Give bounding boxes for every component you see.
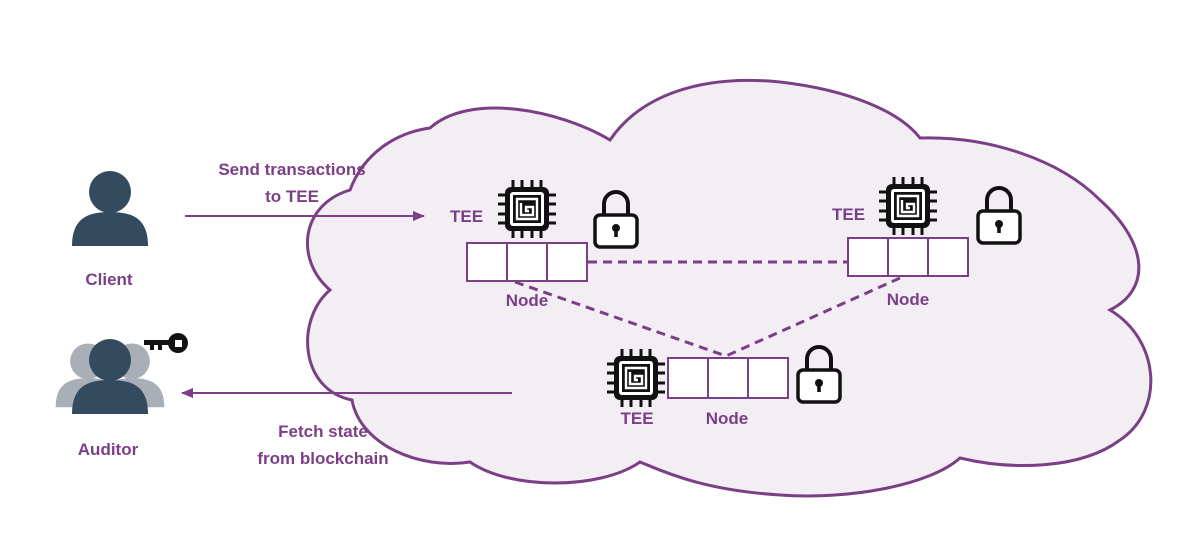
send-transactions-label-line1: Send transactions: [218, 160, 365, 179]
fetch-state-label-line1: Fetch state: [278, 422, 368, 441]
node-2-blocks: [847, 237, 969, 277]
node-3-tee-label: TEE: [620, 409, 653, 428]
fetch-state-label-line2: from blockchain: [257, 449, 388, 468]
node-2-node-label: Node: [887, 290, 930, 309]
node-1: TEE Node: [450, 178, 639, 310]
key-icon: [144, 333, 188, 353]
node-2: TEE Node: [832, 175, 1022, 309]
send-transactions-label-line2: to TEE: [265, 187, 319, 206]
blockchain-network-cloud: [306, 78, 1153, 498]
node-3: TEE Node: [605, 345, 842, 428]
node-1-node-label: Node: [506, 291, 549, 310]
node-1-blocks: [466, 242, 588, 282]
node-3-node-label: Node: [706, 409, 749, 428]
node-3-blocks: [667, 357, 789, 399]
client-label: Client: [85, 270, 133, 289]
client-person-icon: [72, 171, 148, 246]
node-2-tee-label: TEE: [832, 205, 865, 224]
node-connections: [514, 260, 901, 358]
auditor-label: Auditor: [78, 440, 139, 459]
auditor-group-icon: [55, 339, 165, 414]
node-1-tee-label: TEE: [450, 207, 483, 226]
